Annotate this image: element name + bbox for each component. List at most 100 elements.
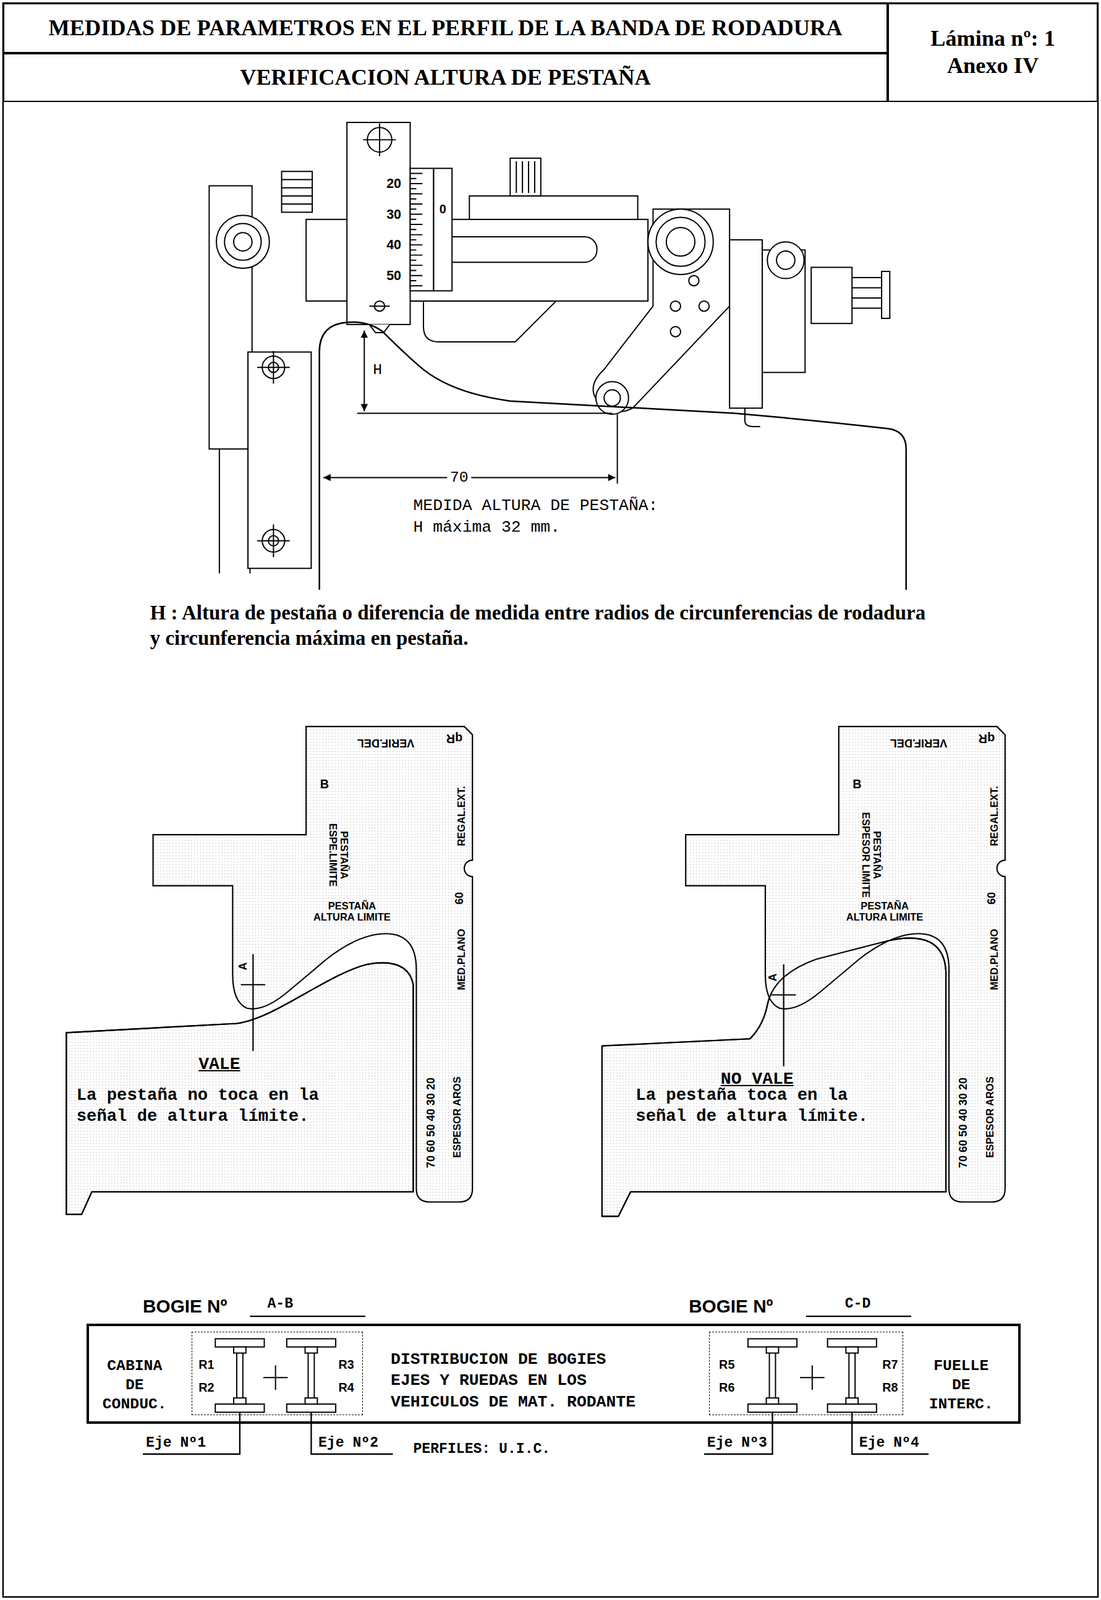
scale-number: 20 (386, 176, 402, 192)
flange-height-instrument (346, 122, 410, 325)
wheelset-symbol (233, 1347, 247, 1354)
flange-height-instrument (224, 223, 261, 260)
sheet-number-cell: Lámina nº: 1Anexo IV (887, 3, 1098, 103)
gauge-marking: VERIF.DEL (357, 736, 415, 750)
gauge-marking: MED.PLANO (987, 928, 1000, 990)
measurement-note: MEDIDA ALTURA DE PESTAÑA: H máxima 32 mm… (412, 495, 669, 540)
profile-gauge (602, 937, 946, 1216)
flange-height-instrument (469, 195, 638, 220)
gangway-label: FUELLE DE INTERC. (922, 1355, 1000, 1414)
axle-label: Eje Nº2 (318, 1434, 379, 1452)
wheelset-symbol (307, 1344, 315, 1406)
limit-mark-label: PESTAÑA ALTURA LIMITE (841, 900, 928, 923)
wheelset-symbol (233, 1397, 247, 1404)
gauge-marking: MED.PLANO (455, 928, 468, 990)
wheel-id: R8 (882, 1379, 898, 1395)
bogie-heading: BOGIE Nº (142, 1295, 227, 1317)
flange-height-instrument (776, 250, 795, 270)
gauge-marking: REGAL.EXT. (455, 786, 468, 847)
wheelset-symbol (215, 1338, 264, 1347)
wheelset-symbol (845, 1347, 859, 1354)
bogie-heading: BOGIE Nº (688, 1295, 773, 1317)
profile-note: PERFILES: U.I.C. (412, 1441, 551, 1458)
flange-height-instrument (744, 408, 761, 427)
gauge-marking: qR (445, 731, 462, 747)
wheelset-symbol (827, 1403, 877, 1412)
gauge-marking: 60 (985, 891, 999, 904)
profile-gauge (66, 726, 1006, 1216)
bogie-id: C-D (845, 1295, 872, 1313)
flange-height-instrument (851, 277, 884, 309)
scale-number: 50 (386, 267, 402, 284)
flange-height-instrument (603, 389, 621, 406)
flange-height-instrument (247, 351, 311, 569)
definition-note: H : Altura de pestaña o diferencia de me… (150, 600, 941, 652)
wheelset-symbol (748, 1338, 797, 1347)
flange-height-instrument (699, 301, 710, 312)
verdict-note: La pestaña no toca en la señal de altura… (76, 1084, 373, 1127)
limit-mark-label: PESTAÑA ALTURA LIMITE (308, 900, 396, 923)
flange-height-instrument (410, 301, 557, 342)
limit-mark-letter: A (765, 973, 779, 982)
wheelset-symbol (845, 1397, 859, 1404)
bogie-box: R5R6R7R8 (709, 1331, 904, 1416)
flange-height-instrument (357, 412, 613, 414)
bogie-id: A-B (267, 1295, 294, 1313)
wheelset-symbol (827, 1338, 877, 1347)
flange-height-instrument (410, 173, 423, 287)
gauge-marking: VERIF.DEL (889, 736, 948, 750)
flange-height-instrument (595, 381, 629, 415)
wheel-id: R6 (718, 1379, 735, 1395)
sheet-number: Lámina nº: 1 (930, 25, 1056, 53)
gauge-marking: REGAL.EXT. (987, 786, 1000, 847)
flange-height-instrument (410, 168, 434, 291)
wheelset-symbol (305, 1347, 318, 1354)
flange-height-instrument (881, 271, 890, 319)
profile-gauge (685, 726, 1006, 1202)
gauge-scale: 70 60 50 40 30 20 (424, 1077, 438, 1168)
wheel-id: R3 (338, 1357, 354, 1372)
flange-height-instrument (811, 267, 852, 324)
flange-height-instrument (729, 239, 763, 409)
wheel-id: R5 (718, 1357, 735, 1372)
gauge-marking: ESPESOR AROS (984, 1076, 996, 1158)
flange-height-instrument (233, 232, 253, 251)
wheel-id: R1 (198, 1357, 214, 1372)
flange-height-instrument (670, 326, 681, 337)
header-title-cell: MEDIDAS DE PARAMETROS EN EL PERFIL DE LA… (3, 3, 888, 54)
wheel-id: R2 (198, 1379, 214, 1395)
profile-gauge (153, 726, 473, 1202)
gauge-marking: PESTAÑA ESPESOR LIMITE (859, 807, 883, 902)
flange-height-instrument (281, 179, 313, 205)
flange-height-instrument (433, 168, 453, 291)
annex-number: Anexo IV (947, 52, 1039, 80)
scale-number: 30 (386, 206, 402, 222)
flange-height-instrument (208, 122, 906, 590)
cab-label: CABINA DE CONDUC. (96, 1355, 174, 1414)
vernier-zero: 0 (439, 202, 447, 217)
gauge-marking: qR (978, 731, 995, 747)
wheelset-symbol (766, 1397, 779, 1404)
limit-mark-letter: A (236, 962, 250, 971)
wheel-id: R4 (338, 1379, 354, 1395)
flange-height-instrument (616, 414, 619, 484)
sheet-title: MEDIDAS DE PARAMETROS EN EL PERFIL DE LA… (48, 14, 842, 43)
vehicle-layout-box: CABINA DE CONDUC.DISTRIBUCION DE BOGIES … (86, 1323, 1021, 1424)
gauge-scale: 70 60 50 40 30 20 (956, 1077, 970, 1168)
wheelset-symbol (286, 1338, 336, 1347)
header-subtitle-cell: VERIFICACION ALTURA DE PESTAÑA (3, 53, 888, 103)
axle-label: Eje Nº3 (707, 1434, 768, 1452)
profile-gauge (602, 937, 946, 1216)
gauge-marking: ESPESOR AROS (451, 1076, 464, 1158)
flange-height-instrument (219, 448, 251, 574)
wheelset-symbol (766, 1347, 779, 1354)
gauge-marking: B (852, 776, 862, 791)
flange-height-instrument (670, 301, 681, 312)
wheelset-symbol (748, 1403, 797, 1412)
flange-height-instrument (666, 227, 695, 256)
gauge-marking: 60 (452, 891, 466, 904)
wheelset-symbol (848, 1344, 855, 1406)
profile-gauge (66, 962, 413, 1215)
wheelset-symbol (142, 1316, 929, 1454)
flange-height-instrument (319, 322, 907, 590)
